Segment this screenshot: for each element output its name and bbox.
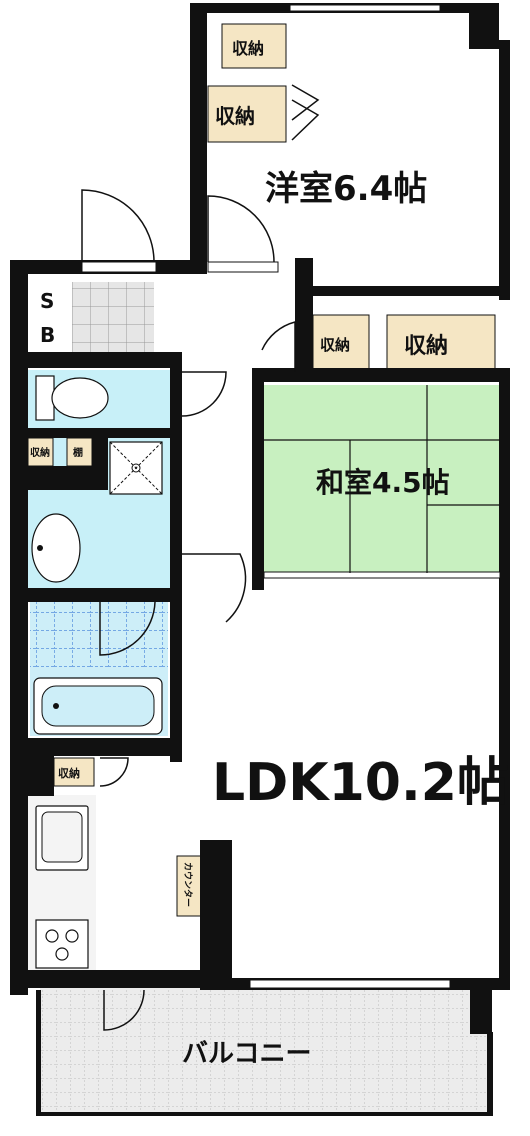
counter-label: カウンター [182,862,194,907]
western-closet-1 [221,23,287,69]
bathtub-icon [33,677,163,735]
japanese-closet-label: 収納 [404,333,448,359]
entrance-shoe-box-label: 棚 [73,446,83,459]
stove-icon [35,919,89,969]
western-closet-1-label: 収納 [232,39,264,58]
counter-box [176,855,202,917]
shoe-box-label-b: B [40,323,55,347]
entrance-closet-left-label: 収納 [30,446,50,459]
washbasin-icon [31,513,81,583]
balcony-label: バルコニー [182,1039,311,1069]
walls [10,3,510,1116]
hall-closet-label: 収納 [320,336,350,354]
ldk-label: LDK10.2帖 [212,753,509,813]
japanese-room-floor [263,385,500,573]
western-closet-2-label: 収納 [215,104,255,128]
washing-machine-pan-icon [109,441,163,495]
tatami-lines [264,385,500,573]
western-closet-2 [207,85,287,143]
kitchen-sink-icon [35,805,89,871]
kitchen-closet [53,757,95,787]
hall-closet [312,314,370,371]
balcony-floor [40,988,488,1112]
toilet-icon [35,375,109,421]
kitchen-closet-label: 収納 [58,766,80,780]
entrance-tiles [72,282,154,352]
shoe-box-area [28,282,70,352]
bathroom-tile-floor [30,602,168,668]
shoe-box-label-s: S [40,289,54,313]
doors [81,84,320,1031]
western-room-label: 洋室6.4帖 [265,169,427,209]
japanese-closet [386,314,496,371]
windows [81,4,501,989]
japanese-room-label: 和室4.5帖 [316,466,450,499]
